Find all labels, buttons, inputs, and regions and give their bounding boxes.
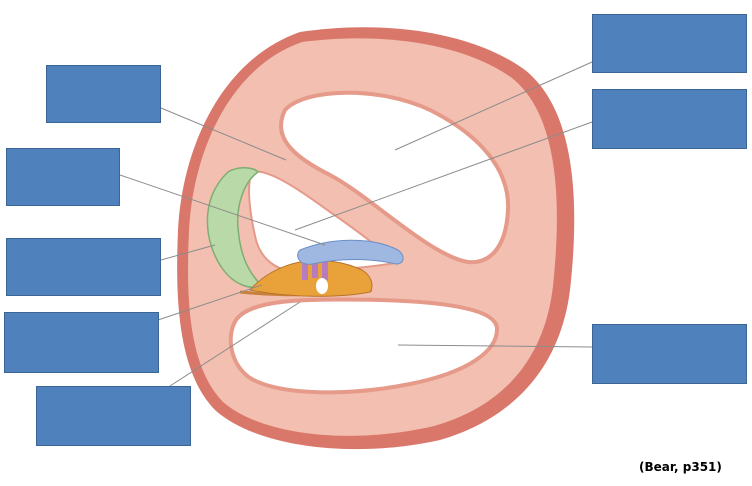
- scala-tympani: [228, 297, 500, 395]
- citation-text: (Bear, p351): [639, 460, 722, 474]
- organ-of-corti: [249, 259, 373, 297]
- tectorial-membrane: [297, 239, 404, 265]
- tunnel-of-corti: [316, 278, 328, 294]
- leader-line: [160, 107, 287, 161]
- hair-cell: [322, 262, 328, 280]
- scala-vestibuli: [279, 90, 511, 265]
- leader-line: [160, 244, 216, 261]
- leader-line: [294, 121, 593, 231]
- label-box-top-right[interactable]: [592, 14, 747, 73]
- hair-cell: [312, 260, 318, 278]
- leader-line: [169, 301, 301, 387]
- leader-line: [119, 174, 326, 246]
- hair-cell: [302, 262, 308, 280]
- label-box-left-4[interactable]: [4, 312, 159, 373]
- leader-line: [397, 344, 593, 348]
- leader-line: [394, 61, 593, 151]
- label-box-right-2[interactable]: [592, 89, 747, 149]
- label-box-bottom-left[interactable]: [36, 386, 191, 446]
- leader-line: [157, 284, 263, 321]
- leader-lines: [119, 61, 593, 387]
- label-box-left-3[interactable]: [6, 238, 161, 296]
- label-box-upper-left[interactable]: [46, 65, 161, 123]
- label-box-mid-left[interactable]: [6, 148, 120, 206]
- label-box-lower-right[interactable]: [592, 324, 747, 384]
